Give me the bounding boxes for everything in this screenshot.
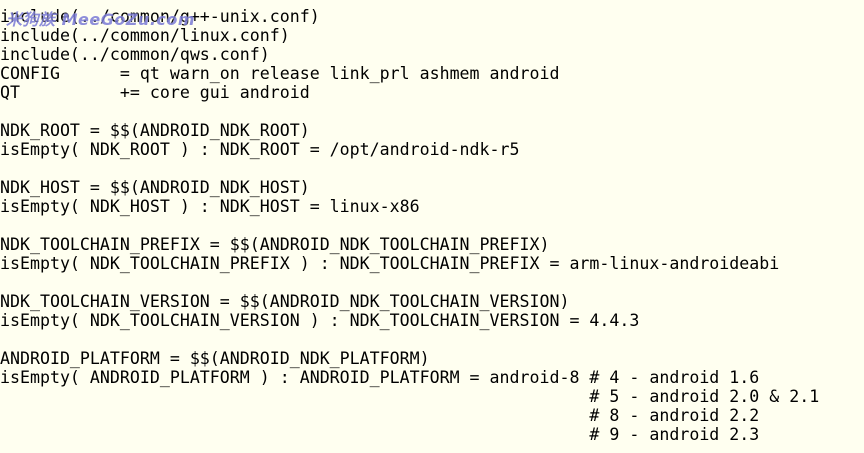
code-line: include(../common/qws.conf) (0, 45, 270, 64)
code-line (0, 330, 819, 349)
code-line: NDK_HOST = $$(ANDROID_NDK_HOST) (0, 178, 310, 197)
code-line: include(../common/g++-unix.conf) (0, 7, 320, 26)
code-line: ANDROID_PLATFORM = $$(ANDROID_NDK_PLATFO… (0, 349, 430, 368)
code-listing: include(../common/g++-unix.conf) include… (0, 7, 819, 444)
code-line: isEmpty( NDK_TOOLCHAIN_PREFIX ) : NDK_TO… (0, 254, 780, 273)
code-line (0, 102, 819, 121)
code-line: isEmpty( ANDROID_PLATFORM ) : ANDROID_PL… (0, 368, 760, 387)
code-line: isEmpty( NDK_ROOT ) : NDK_ROOT = /opt/an… (0, 140, 520, 159)
code-line: include(../common/linux.conf) (0, 26, 290, 45)
code-line: # 5 - android 2.0 & 2.1 (0, 387, 820, 406)
code-line: # 8 - android 2.2 (0, 406, 760, 425)
code-line: NDK_TOOLCHAIN_PREFIX = $$(ANDROID_NDK_TO… (0, 235, 550, 254)
code-line: isEmpty( NDK_HOST ) : NDK_HOST = linux-x… (0, 197, 420, 216)
code-line: NDK_TOOLCHAIN_VERSION = $$(ANDROID_NDK_T… (0, 292, 570, 311)
code-line (0, 159, 819, 178)
code-line: # 9 - android 2.3 (0, 425, 760, 444)
code-line: NDK_ROOT = $$(ANDROID_NDK_ROOT) (0, 121, 310, 140)
code-line: CONFIG = qt warn_on release link_prl ash… (0, 64, 560, 83)
code-line (0, 216, 819, 235)
code-line (0, 273, 819, 292)
code-line: QT += core gui android (0, 83, 310, 102)
code-line: isEmpty( NDK_TOOLCHAIN_VERSION ) : NDK_T… (0, 311, 640, 330)
watermark: 米狗族 MeeGoZu.com (6, 10, 196, 29)
